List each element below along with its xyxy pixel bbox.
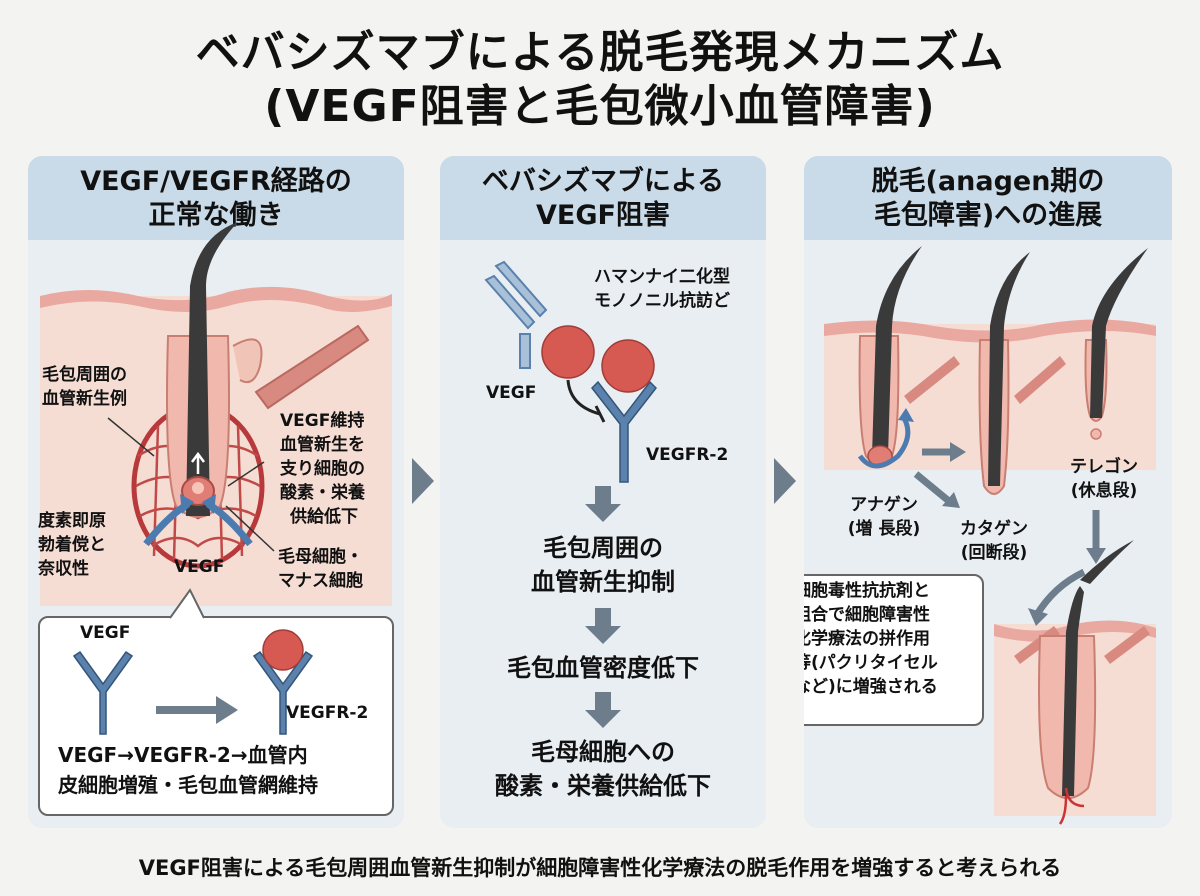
- callout-text-1: VEGF→VEGFR-2→血管内: [58, 743, 308, 767]
- label-right-4: 酸素・栄養: [280, 483, 365, 503]
- panel2-receptor-label: VEGFR-2: [646, 445, 729, 465]
- callout-receptor-label: VEGFR-2: [286, 703, 369, 723]
- label-matrix-2: マナス細胞: [278, 571, 363, 591]
- antibody-label-2: モノノニル抗訪ど: [594, 291, 730, 311]
- telogen-label-2: (休息段): [1070, 481, 1138, 501]
- vegfr2-receptor-icon: [591, 380, 657, 483]
- callout-vegf-label: VEGF: [80, 623, 131, 643]
- label-matrix-1: 毛母細胞・: [278, 547, 363, 567]
- panel2-header-line1: ベバシズマブによる: [481, 166, 725, 197]
- panel-normal-pathway: VEGF/VEGFR経路の 正常な働き: [28, 156, 404, 828]
- panel3-callout-3: 化学療法の拼作用: [804, 629, 930, 649]
- hair-shaft: [186, 222, 238, 516]
- step2: 毛包血管密度低下: [507, 654, 699, 682]
- down-arrow-1: [585, 486, 621, 522]
- panel-bevacizumab-inhibition: ベバシズマブによる VEGF阻害 ハマンナイ二化型 モノノニル抗訪ど VEGF …: [440, 156, 766, 828]
- sebaceous-gland: [232, 338, 263, 384]
- vegf-binding-diagram: [72, 629, 314, 735]
- anagen-label-1: アナゲン: [850, 495, 918, 515]
- step3-line1: 毛母細胞への: [531, 738, 675, 766]
- arrow-panel1-to-2: [412, 458, 434, 504]
- label-vessel-1: 毛包周囲の: [42, 365, 127, 385]
- catagen-label-1: カタゲン: [960, 519, 1028, 539]
- catagen-label-2: (回断段): [960, 543, 1028, 563]
- step1-line2: 血管新生抑制: [531, 568, 675, 596]
- panel3-header: 脱毛(anagen期の 毛包障害)への進展: [804, 156, 1172, 240]
- panel3-header-line2: 毛包障害)への進展: [873, 200, 1103, 231]
- vegf-ligand: [262, 629, 304, 671]
- panel3-header-line1: 脱毛(anagen期の: [871, 166, 1105, 197]
- panel3-callout-4: 等(パクリタイセル: [804, 653, 938, 673]
- panel1-header: VEGF/VEGFR経路の 正常な働き: [28, 156, 404, 240]
- panel1-header-line1: VEGF/VEGFR経路の: [80, 166, 352, 197]
- panel3-callout: [804, 574, 984, 726]
- panel1-header-line2: 正常な働き: [148, 200, 284, 231]
- footer-conclusion: VEGF阻害による毛包周囲血管新生抑制が細胞障害性化学療法の脱毛作用を増強すると…: [138, 856, 1062, 880]
- panel3-callout-1: 細胞毒性抗抗剤と: [804, 581, 930, 601]
- panel-hair-loss-progression: 脱毛(anagen期の 毛包障害)への進展: [804, 156, 1172, 828]
- callout-pointer: [169, 588, 205, 622]
- label-left-1: 度素即原: [38, 511, 106, 531]
- antibody-icon: [484, 260, 548, 369]
- label-vegf: VEGF: [174, 557, 225, 577]
- label-vessel-2: 血管新生例: [42, 389, 127, 409]
- title-line2: (VEGF阻害と毛包微小血管障害): [264, 81, 936, 132]
- panel3-callout-5: など)に増強される: [804, 677, 938, 697]
- down-arrow-3: [585, 692, 621, 728]
- arrector-muscle: [254, 324, 370, 410]
- hair-cycle-illustration: [824, 246, 1156, 825]
- panel2-header-line2: VEGF阻害: [536, 200, 670, 231]
- callout-text-2: 皮細胞増殖・毛包血管網維持: [58, 773, 318, 797]
- anagen-label-2: (増 長段): [847, 519, 921, 539]
- antibody-label-1: ハマンナイ二化型: [594, 267, 730, 287]
- hair-follicle-illustration: [40, 222, 392, 606]
- antibody-binding-diagram: [484, 260, 657, 483]
- step3-line2: 酸素・栄養供給低下: [495, 772, 711, 800]
- step1-line1: 毛包周囲の: [543, 534, 663, 562]
- panel2-vegf-label: VEGF: [486, 383, 537, 403]
- receptor-left-icon: [72, 650, 134, 735]
- panel3-callout-2: 組合で細胞障害性: [804, 605, 930, 625]
- label-right-5: 供給低下: [290, 507, 358, 527]
- label-right-3: 支り細胞の: [280, 459, 365, 479]
- down-arrow-2: [585, 608, 621, 644]
- label-left-2: 勃着傥と: [38, 535, 106, 555]
- telogen-label-1: テレゴン: [1070, 457, 1138, 477]
- title-line1: ベバシズマブによる脱毛発現メカニズム: [195, 27, 1005, 78]
- panel2-header: ベバシズマブによる VEGF阻害: [440, 156, 766, 240]
- label-right-1: VEGF維持: [280, 411, 365, 431]
- receptor-right-icon: [252, 650, 314, 735]
- label-left-3: 奈収性: [38, 559, 89, 579]
- arrow-panel2-to-3: [774, 458, 796, 504]
- label-right-2: 血管新生を: [280, 435, 365, 455]
